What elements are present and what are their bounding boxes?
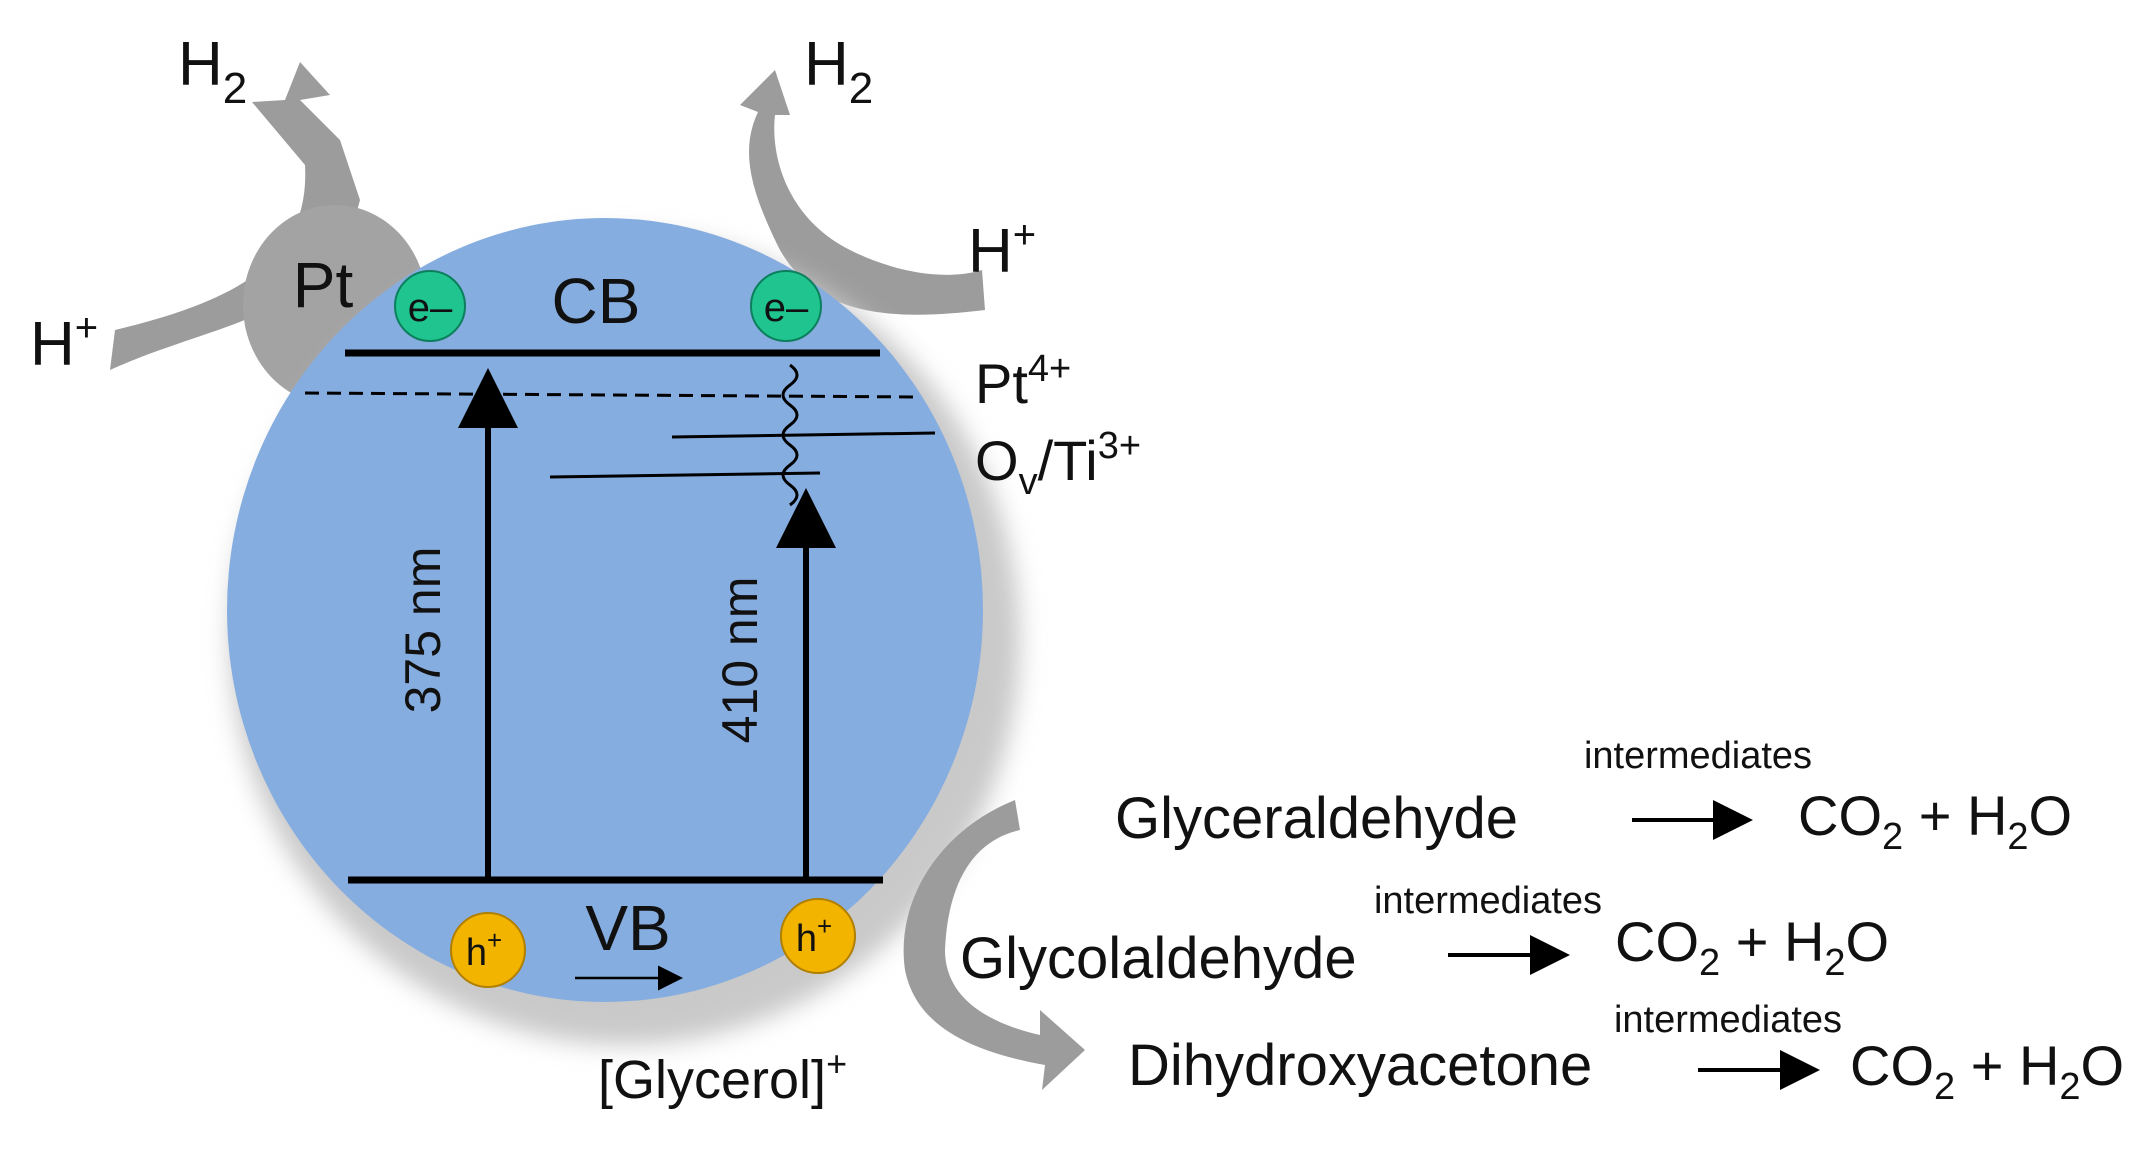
relaxation-wavy-line xyxy=(781,363,799,507)
valence-band-label: VB xyxy=(585,892,670,964)
semiconductor-particle xyxy=(227,218,983,1002)
excitation-arrows xyxy=(458,363,836,991)
electron-left-label: e– xyxy=(408,286,453,330)
wavelength-375nm-label: 375 nm xyxy=(395,547,451,714)
h2-left-label: H2 xyxy=(178,30,247,113)
electron-right-label: e– xyxy=(764,286,809,330)
platinum-label: Pt xyxy=(293,249,354,321)
electron-right-circle xyxy=(750,270,822,342)
reaction-3-product: CO2 + H2O xyxy=(1850,1034,2124,1108)
reaction-glycolaldehyde: intermediates Glycolaldehyde CO2 + H2O xyxy=(960,880,1889,991)
hole-right-label: h+ xyxy=(796,911,832,960)
hole-right-circle xyxy=(780,898,856,974)
electron-left: e– xyxy=(394,270,466,342)
reaction-2-over-arrow-label: intermediates xyxy=(1374,880,1602,922)
hole-right: h+ xyxy=(780,898,856,974)
left-h2-flow-arrow xyxy=(110,62,360,370)
defect-level-lower-line xyxy=(549,471,821,479)
hole-left-circle xyxy=(450,912,526,988)
wavelength-410nm-label: 410 nm xyxy=(712,577,768,744)
hole-left-label: h+ xyxy=(466,925,502,974)
h2-right-label: H2 xyxy=(804,30,873,113)
hydrogen-evolution-arrows xyxy=(110,62,985,370)
pt4-level-dashed-line xyxy=(304,391,921,399)
glycerol-radical-label: [Glycerol]+ xyxy=(598,1043,847,1110)
hole-left: h+ xyxy=(450,912,526,988)
reaction-1-product: CO2 + H2O xyxy=(1798,784,2072,858)
reaction-3-over-arrow-label: intermediates xyxy=(1614,999,1842,1041)
energy-levels xyxy=(304,349,936,884)
pt4-level-label: Pt4+ xyxy=(975,348,1071,415)
reaction-dihydroxyacetone: intermediates Dihydroxyacetone CO2 + H2O xyxy=(1128,999,2124,1108)
hplus-right-label: H+ xyxy=(968,213,1036,286)
defect-level-label: Ov/Ti3+ xyxy=(975,425,1141,503)
reaction-3-reactant: Dihydroxyacetone xyxy=(1128,1033,1592,1098)
reaction-2-reactant: Glycolaldehyde xyxy=(960,926,1357,991)
glycerol-oxidation-arrow xyxy=(903,800,1085,1090)
reaction-1-reactant: Glyceraldehyde xyxy=(1115,786,1518,851)
right-h2-flow-arrow xyxy=(740,70,985,315)
conduction-band-label: CB xyxy=(552,265,641,337)
hplus-left-label: H+ xyxy=(30,306,98,379)
reaction-1-over-arrow-label: intermediates xyxy=(1584,735,1812,777)
defect-level-upper-line xyxy=(671,431,936,439)
electron-right: e– xyxy=(750,270,822,342)
reaction-2-product: CO2 + H2O xyxy=(1615,910,1889,984)
electron-left-circle xyxy=(394,270,466,342)
reaction-glyceraldehyde: intermediates Glyceraldehyde CO2 + H2O xyxy=(1115,735,2072,858)
